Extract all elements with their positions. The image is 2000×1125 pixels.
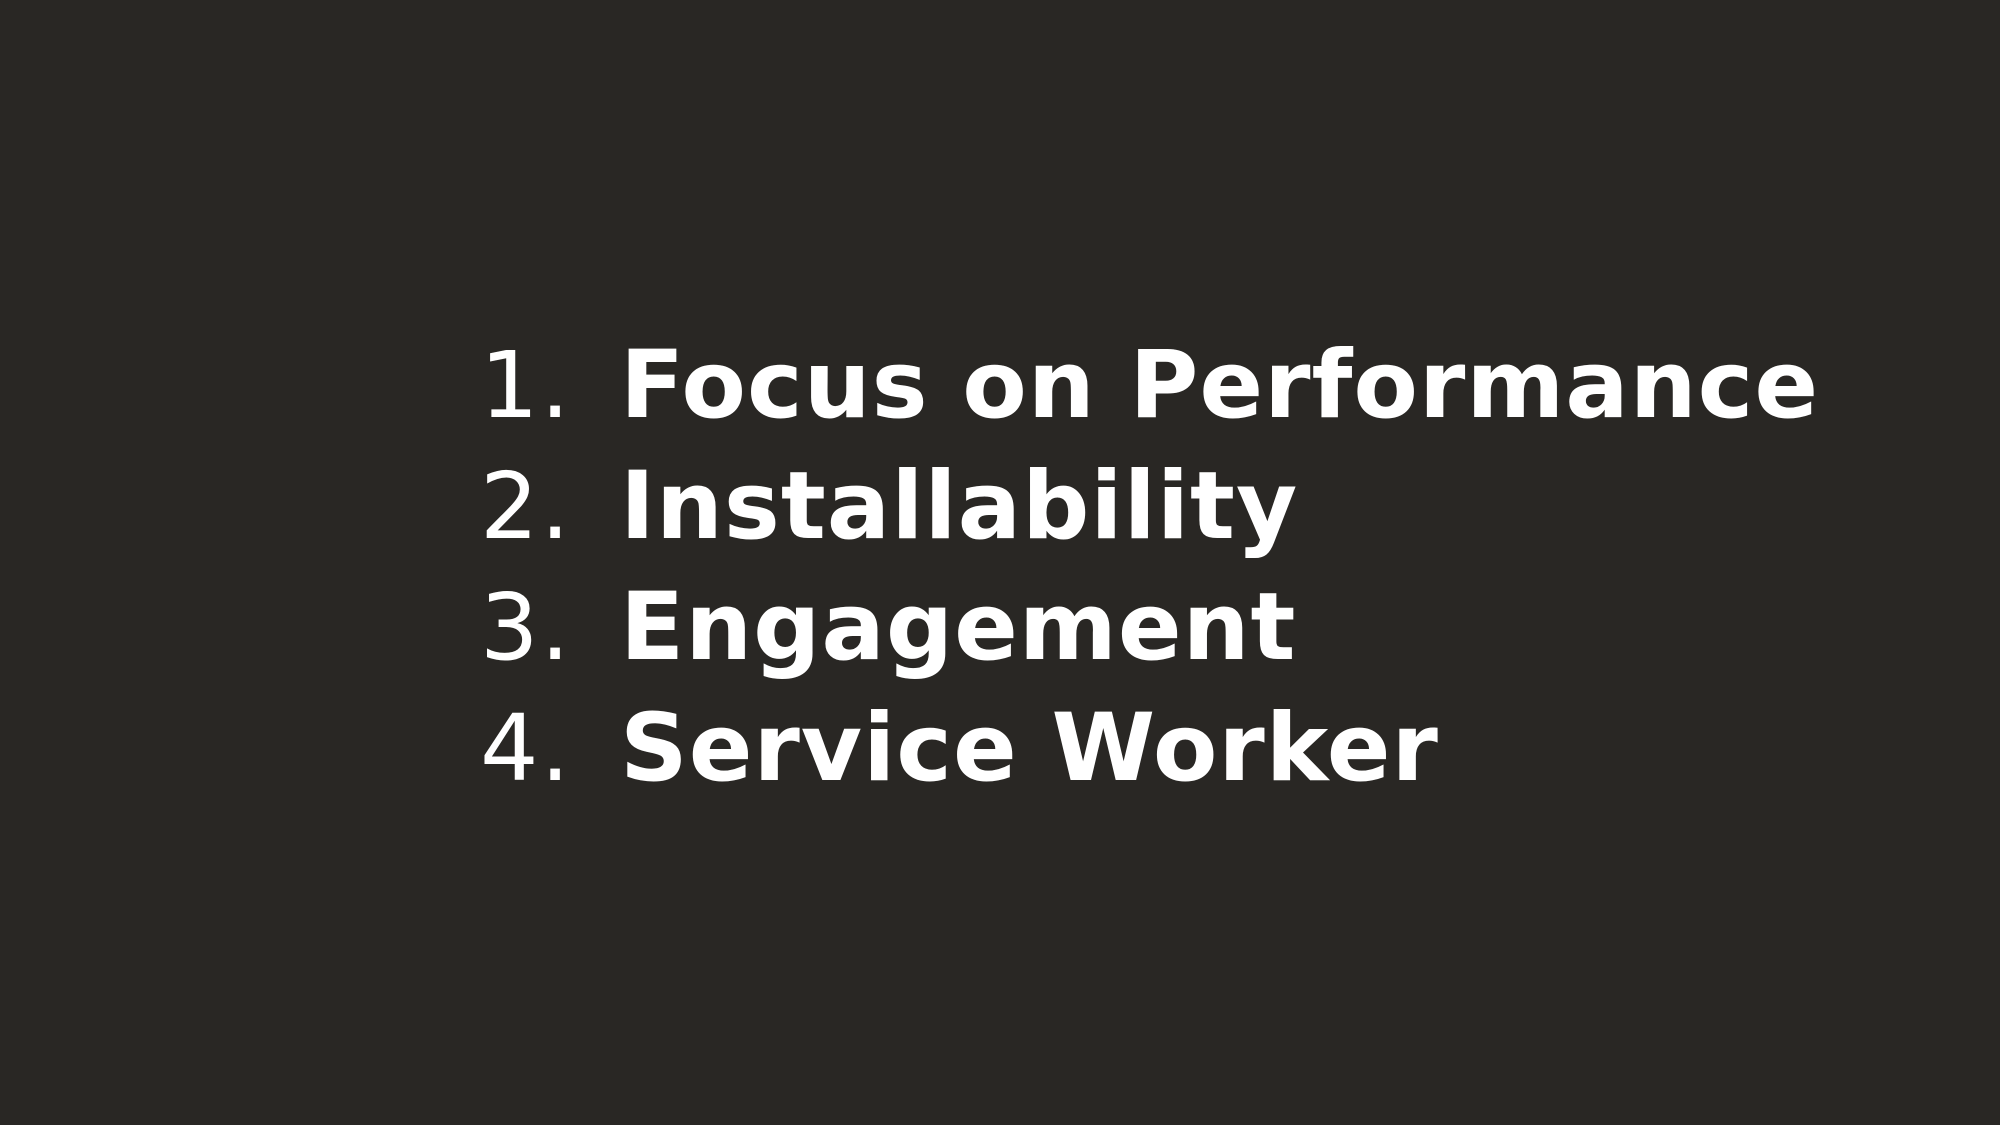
list-item-label: Installability bbox=[620, 452, 1299, 561]
list-item-label: Focus on Performance bbox=[620, 331, 1820, 440]
list-item: 4. Service Worker bbox=[480, 688, 1819, 809]
list-item: 2. Installability bbox=[480, 446, 1819, 567]
list-item-number: 1. bbox=[480, 332, 572, 439]
list-item: 1. Focus on Performance bbox=[480, 325, 1819, 446]
list-item: 3. Engagement bbox=[480, 567, 1819, 688]
list-item-number: 4. bbox=[480, 695, 572, 802]
list-item-label: Service Worker bbox=[620, 694, 1439, 803]
list-item-label: Engagement bbox=[620, 573, 1297, 682]
list-item-number: 2. bbox=[480, 453, 572, 560]
list-item-number: 3. bbox=[480, 574, 572, 681]
agenda-list: 1. Focus on Performance 2. Installabilit… bbox=[480, 325, 1819, 809]
